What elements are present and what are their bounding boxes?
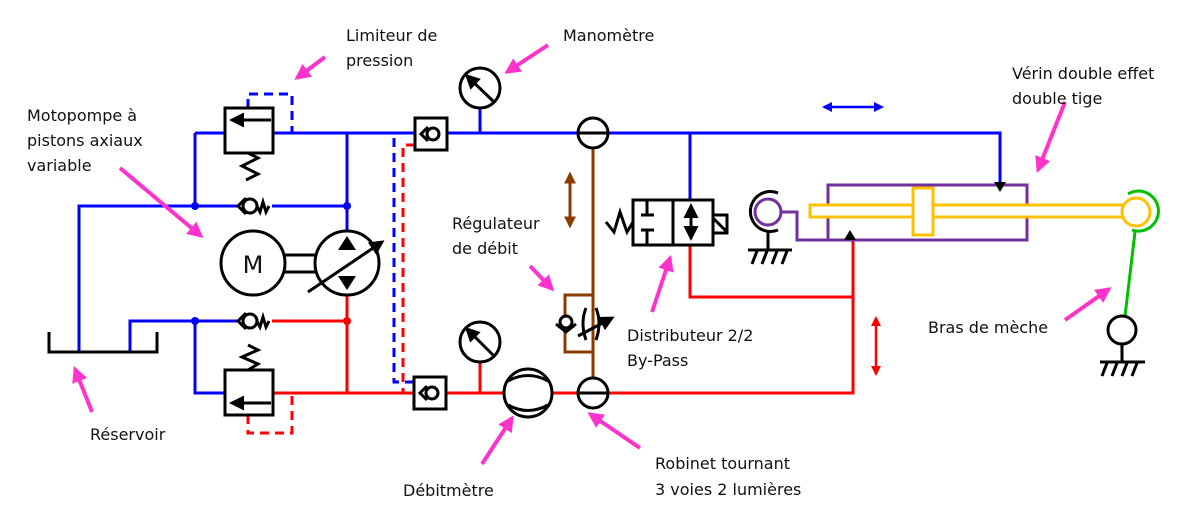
check-valve-icon [235,196,271,217]
label-line: Robinet tournant [655,454,790,473]
label-distributor: Distributeur 2/2 By-Pass [627,326,753,370]
label-reservoir: Réservoir [90,425,166,444]
flowmeter-icon [502,367,554,419]
label-flow-regulator: Régulateur de débit [452,214,540,258]
label-pressure-limiter: Limiteur de pression [346,26,437,70]
annotation-arrows [72,43,1112,466]
label-line: Limiteur de [346,26,437,45]
motor-icon: M [219,229,287,297]
label-line: double tige [1012,89,1102,108]
label-manometer: Manomètre [563,26,654,45]
label-line: Régulateur [452,214,540,233]
label-rotary-valve: Robinet tournant 3 voies 2 lumières [655,454,801,499]
label-cylinder: Vérin double effet double tige [1012,64,1154,108]
label-flowmeter: Débitmètre [403,481,494,500]
variable-pump-icon [307,229,385,297]
label-line: 3 voies 2 lumières [655,480,801,499]
label-line: Motopompe à [27,106,137,125]
label-line: pistons axiaux [27,131,143,150]
motor-letter: M [243,251,264,279]
check-valve-icon [235,311,271,332]
cylinder-hinge-icon [748,190,792,265]
label-line: de débit [452,239,518,258]
label-line: variable [27,156,92,175]
flow-regulator [555,148,615,378]
distributor-2-2-icon [604,198,729,247]
label-line: Vérin double effet [1012,64,1154,83]
rotary-valve-bottom [576,376,610,410]
label-line: Distributeur 2/2 [627,326,753,345]
return-lines [246,143,855,435]
check-valve-box-bottom [412,375,448,411]
pressure-limiter-top [223,106,275,182]
rotary-valve-top [576,116,610,150]
pressure-lines [77,92,1002,395]
tiller-arm [1100,189,1160,377]
label-line: pression [346,51,413,70]
manometer-bottom-icon [458,320,502,364]
label-tiller-arm: Bras de mèche [928,318,1048,337]
pressure-limiter-bottom [223,343,275,417]
reservoir-symbol [47,332,159,354]
shaft-coupling [285,253,315,274]
manometer-top-icon [458,66,502,110]
label-line: By-Pass [627,351,688,370]
cylinder-icon [782,182,1127,242]
label-motor-pump: Motopompe à pistons axiaux variable [27,106,143,175]
check-valve-box-top [413,116,449,152]
